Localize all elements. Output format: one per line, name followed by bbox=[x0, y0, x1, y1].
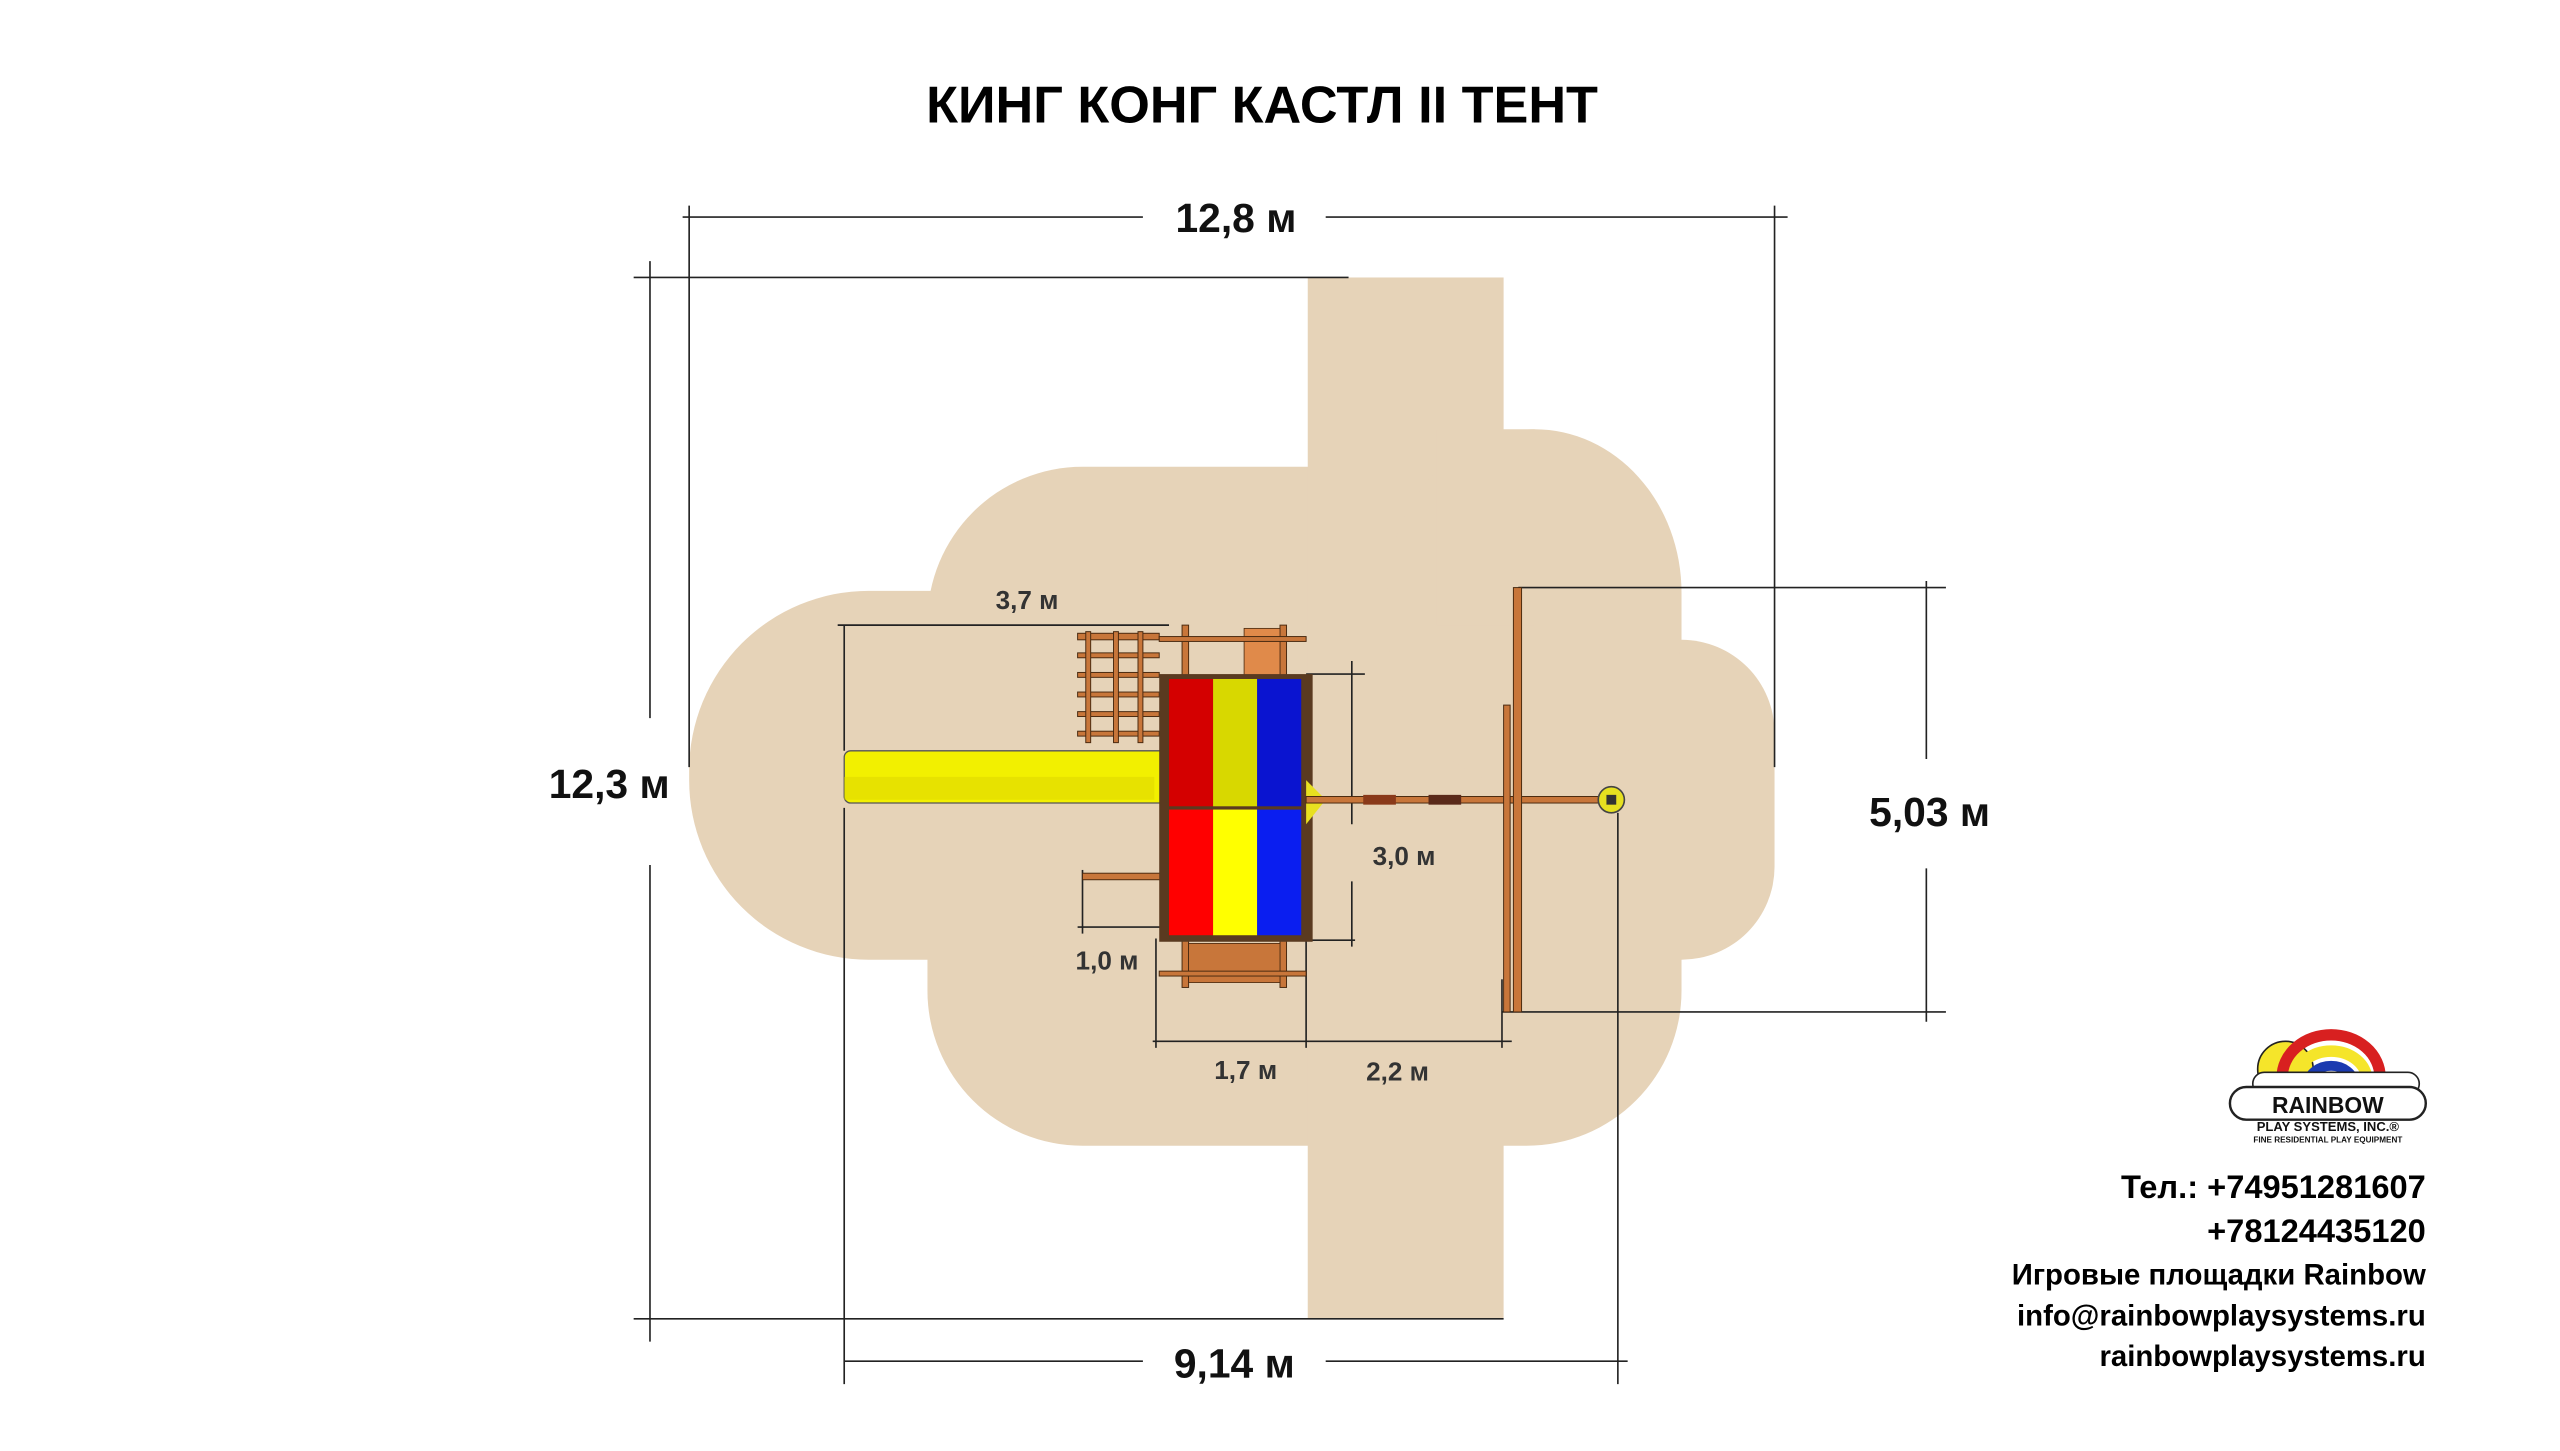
overall-width-label: 12,8 м bbox=[1175, 195, 1296, 241]
deck-depth-label: 3,0 м bbox=[1373, 841, 1436, 871]
logo-line1: PLAY SYSTEMS, INC.® bbox=[2257, 1119, 2400, 1134]
phone-1: Тел.: +74951281607 bbox=[2121, 1168, 2426, 1205]
logo-brand: RAINBOW bbox=[2272, 1092, 2384, 1118]
contacts: Тел.: +74951281607 +78124435120 Игровые … bbox=[2012, 1168, 2426, 1373]
dimension-labels: 12,8 м 12,3 м 9,14 м 5,03 м 3,7 м 3,0 м … bbox=[549, 195, 1990, 1387]
overall-height-label: 12,3 м bbox=[549, 761, 670, 807]
tent-roof bbox=[1159, 674, 1313, 942]
play-structure bbox=[843, 587, 1626, 1013]
deck-width-label: 1,7 м bbox=[1214, 1055, 1277, 1085]
dimension-lines bbox=[633, 205, 1946, 1385]
logo-line2: FINE RESIDENTIAL PLAY EQUIPMENT bbox=[2253, 1136, 2402, 1145]
email: info@rainbowplaysystems.ru bbox=[2017, 1299, 2426, 1332]
swing-beam bbox=[1305, 587, 1626, 1013]
monkey-bar bbox=[1082, 872, 1165, 881]
beam-offset-label: 2,2 м bbox=[1366, 1056, 1429, 1086]
swing-zone-width-label: 9,14 м bbox=[1174, 1341, 1295, 1387]
rainbow-logo: RAINBOW PLAY SYSTEMS, INC.® FINE RESIDEN… bbox=[2228, 1029, 2428, 1145]
ladder-top bbox=[1158, 624, 1307, 678]
slide-length-label: 3,7 м bbox=[996, 585, 1059, 615]
rock-wall-bottom bbox=[1158, 938, 1307, 988]
website: rainbowplaysystems.ru bbox=[2099, 1340, 2425, 1373]
page-title: КИНГ КОНГ КАСТЛ II ТЕНТ bbox=[926, 76, 1598, 134]
phone-2: +78124435120 bbox=[2207, 1212, 2426, 1249]
climbing-net bbox=[1077, 631, 1160, 744]
bar-length-label: 1,0 м bbox=[1076, 946, 1139, 976]
company-name: Игровые площадки Rainbow bbox=[2012, 1259, 2426, 1292]
swing-length-label: 5,03 м bbox=[1869, 789, 1990, 835]
